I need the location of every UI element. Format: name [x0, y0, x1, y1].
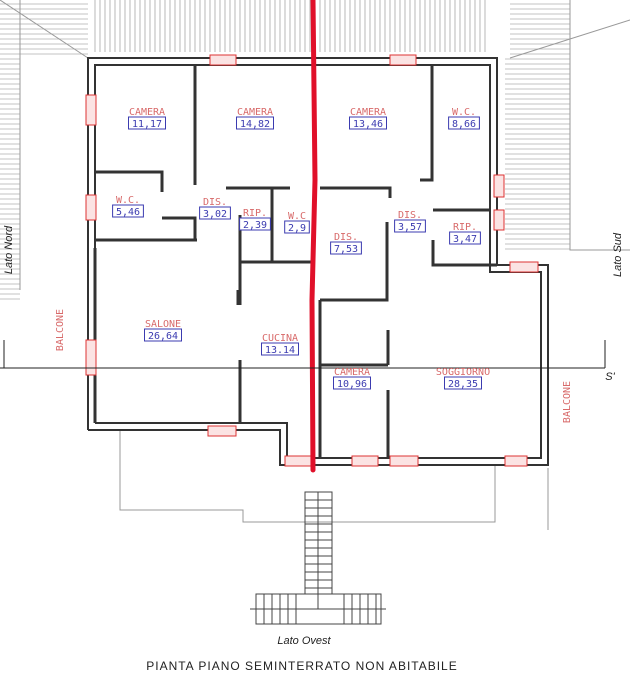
- room-area: 28,35: [448, 379, 478, 390]
- room-area: 11,17: [132, 119, 162, 130]
- area-box: [333, 376, 371, 390]
- section-label: S': [605, 371, 615, 383]
- room-name: SALONE: [145, 319, 181, 330]
- room-name: W.C.: [116, 195, 140, 206]
- area-box: [199, 206, 231, 220]
- room-name: DIS.: [398, 210, 422, 221]
- room-name: DIS.: [203, 197, 227, 208]
- room-name: DIS.: [334, 232, 358, 243]
- room-area: 3,47: [453, 234, 477, 245]
- side-label-north: Lato Nord: [3, 225, 15, 274]
- room: RIP.2,39: [239, 208, 271, 231]
- room-name: CAMERA: [129, 107, 165, 118]
- side-label-south: Lato Sud: [612, 232, 624, 277]
- area-box: [349, 116, 387, 130]
- section-line: S': [0, 340, 616, 383]
- room: W.C.5,46: [112, 195, 144, 218]
- room-area: 26,64: [148, 331, 178, 342]
- red-marker-line: [309, 0, 318, 473]
- room-area: 2,9: [288, 223, 306, 234]
- room: W.C.8,66: [448, 107, 480, 130]
- terrace-outline: [119, 430, 549, 530]
- area-box: [144, 328, 182, 342]
- room-name: CAMERA: [350, 107, 386, 118]
- roof-hatch-right: [505, 3, 570, 250]
- area-box: [128, 116, 166, 130]
- room-name: RIP.: [243, 208, 267, 219]
- room: W.C2,9: [284, 211, 310, 234]
- room: DIS.3,02: [199, 197, 231, 220]
- windows: [85, 54, 539, 467]
- area-box: [449, 231, 481, 245]
- room-area: 7,53: [334, 244, 358, 255]
- interior-walls: [93, 65, 497, 458]
- balcony-label-left: BALCONE: [55, 309, 66, 351]
- room-area: 3,02: [203, 209, 227, 220]
- room: RIP.3,47: [449, 222, 481, 245]
- room-area: 13,46: [353, 119, 383, 130]
- area-box: [236, 116, 274, 130]
- room-name: W.C.: [452, 107, 476, 118]
- area-box: [394, 219, 426, 233]
- side-label-west: Lato Ovest: [277, 635, 331, 647]
- area-box: [261, 342, 299, 356]
- roof-edge: [569, 0, 630, 251]
- room-name: CAMERA: [334, 367, 370, 378]
- roof-edge: [0, 0, 89, 59]
- balcony-label-right: BALCONE: [562, 381, 573, 423]
- area-box: [239, 217, 271, 231]
- roof-hatch-left: [0, 0, 486, 300]
- room-area: 3,57: [398, 222, 422, 233]
- room-area: 5,46: [116, 207, 140, 218]
- area-box: [444, 376, 482, 390]
- room-name: SOGGIORNO: [436, 367, 490, 378]
- area-box: [284, 220, 310, 234]
- room-name: W.C: [288, 211, 306, 222]
- room-labels: CAMERA11,17CAMERA14,82CAMERA13,46W.C.8,6…: [112, 107, 490, 390]
- area-box: [112, 204, 144, 218]
- room-name: CUCINA: [262, 333, 298, 344]
- staircase: [250, 491, 386, 625]
- plan-title: PIANTA PIANO SEMINTERRATO NON ABITABILE: [146, 659, 458, 673]
- room-area: 14,82: [240, 119, 270, 130]
- room: DIS.3,57: [394, 210, 426, 233]
- room-area: 2,39: [243, 220, 267, 231]
- area-box: [448, 116, 480, 130]
- room-area: 8,66: [452, 119, 476, 130]
- room-area: 10,96: [337, 379, 367, 390]
- room-name: CAMERA: [237, 107, 273, 118]
- room-area: 13.14: [265, 345, 295, 356]
- area-box: [330, 241, 362, 255]
- room-name: RIP.: [453, 222, 477, 233]
- room: DIS.7,53: [330, 232, 362, 255]
